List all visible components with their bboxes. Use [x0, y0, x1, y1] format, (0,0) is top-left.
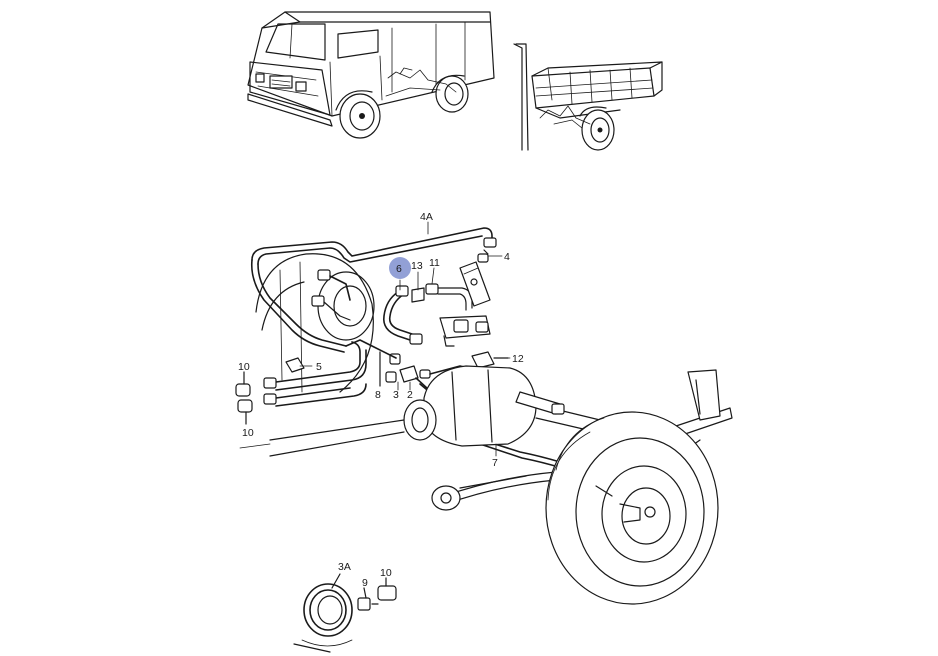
callout-3A[interactable]: 3A [338, 561, 351, 573]
brake-assembly [235, 227, 733, 653]
callout-10-left-upper[interactable]: 10 [238, 361, 250, 373]
selected-callout-highlight [389, 257, 411, 279]
callout-2[interactable]: 2 [407, 389, 413, 401]
callout-10-bottom[interactable]: 10 [380, 567, 392, 579]
callout-13[interactable]: 13 [411, 260, 423, 272]
callout-8[interactable]: 8 [375, 389, 381, 401]
callout-12[interactable]: 12 [512, 353, 524, 365]
pickup-illustration [513, 43, 663, 151]
callout-4A[interactable]: 4A [420, 211, 433, 223]
callout-labels: 4A 4 6 13 11 12 5 10 10 8 3 2 7 3A 9 10 [238, 211, 524, 589]
callout-11[interactable]: 11 [429, 257, 440, 269]
callout-9[interactable]: 9 [362, 577, 368, 589]
callout-7[interactable]: 7 [492, 457, 498, 469]
callout-6[interactable]: 6 [396, 263, 402, 275]
callout-leaders [299, 221, 511, 457]
callout-10-left-lower[interactable]: 10 [242, 427, 254, 439]
callout-4[interactable]: 4 [504, 251, 510, 263]
callout-3[interactable]: 3 [393, 389, 399, 401]
callout-5[interactable]: 5 [316, 361, 322, 373]
van-illustration [247, 11, 495, 139]
